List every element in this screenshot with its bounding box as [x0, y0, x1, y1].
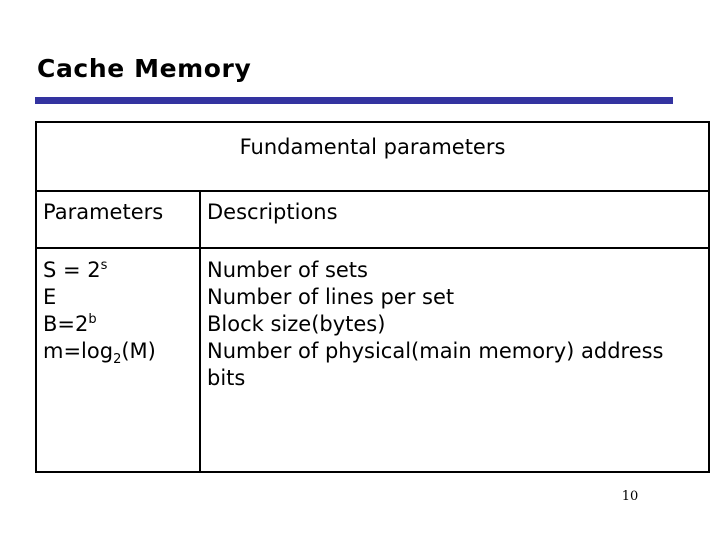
parameter-item-m-tail: (M)	[121, 339, 156, 363]
parameters-cell: S = 2s E B=2b m=log2(M)	[35, 247, 201, 473]
table-caption-text: Fundamental parameters	[239, 135, 506, 159]
parameters-list: S = 2s E B=2b m=log2(M)	[37, 249, 199, 368]
fundamental-parameters-table: Fundamental parameters Parameters Descri…	[34, 121, 711, 473]
parameter-item-b-base: B=2	[43, 312, 89, 336]
title-underline-rule	[35, 97, 673, 104]
table-row: S = 2s E B=2b m=log2(M) Number of sets N…	[35, 247, 711, 473]
description-item-address-bits: Number of physical(main memory) address …	[207, 339, 664, 390]
description-item-lines-per-set: Number of lines per set	[207, 285, 455, 309]
page-title: Cache Memory	[37, 54, 252, 83]
parameter-item-m: m=log2(M)	[43, 338, 195, 368]
parameter-item-e: E	[43, 284, 195, 311]
table-header-row: Parameters Descriptions	[35, 190, 711, 249]
descriptions-list: Number of sets Number of lines per set B…	[201, 249, 708, 392]
parameter-item-b: B=2b	[43, 311, 195, 338]
parameter-item-m-subscript: 2	[113, 352, 122, 368]
parameter-item-m-base: m=log	[43, 339, 114, 363]
descriptions-cell: Number of sets Number of lines per set B…	[198, 247, 711, 473]
parameter-item-s-exponent: s	[100, 258, 108, 273]
parameter-item-s-base: S = 2	[43, 258, 101, 282]
column-header-descriptions-label: Descriptions	[207, 200, 338, 224]
parameter-item-b-exponent: b	[88, 312, 97, 327]
description-item-block-size: Block size(bytes)	[207, 312, 386, 336]
column-header-descriptions: Descriptions	[198, 190, 711, 249]
table-caption-row: Fundamental parameters	[34, 121, 711, 192]
description-item-sets: Number of sets	[207, 258, 368, 282]
page-number: 10	[621, 489, 639, 504]
parameter-item-s: S = 2s	[43, 257, 195, 284]
column-header-parameters: Parameters	[35, 190, 201, 249]
parameter-item-e-base: E	[43, 285, 57, 309]
table-caption-cell: Fundamental parameters	[34, 121, 711, 192]
column-header-parameters-label: Parameters	[43, 200, 164, 224]
